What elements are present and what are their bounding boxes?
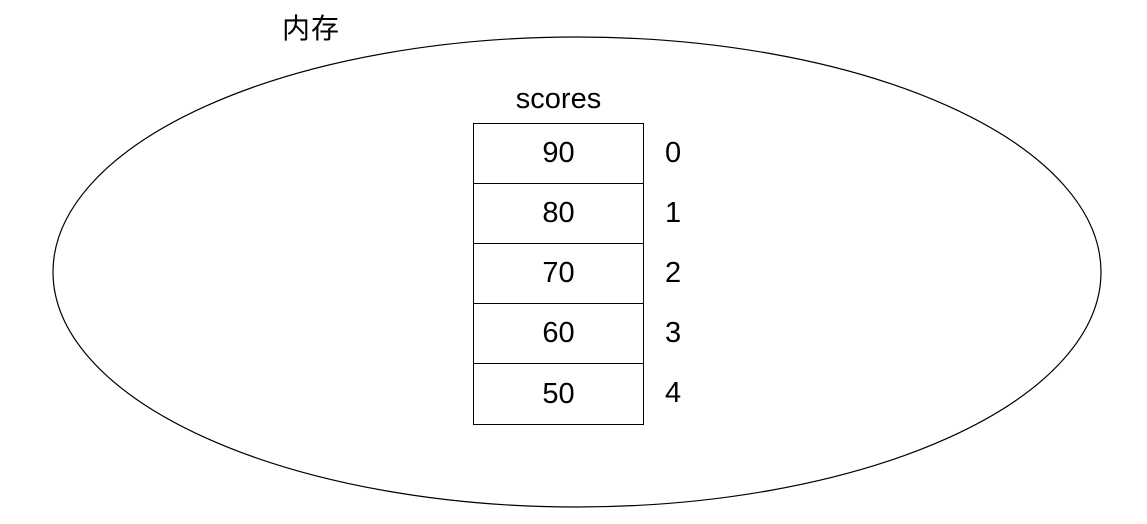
array-cell-0-value: 90 <box>542 137 575 169</box>
array-cell-1: 80 <box>474 184 643 244</box>
array-index-column: 0 1 2 3 4 <box>665 123 705 423</box>
array-cell-0: 90 <box>474 124 643 184</box>
array-cell-2-value: 70 <box>542 257 575 289</box>
array-index-2: 2 <box>665 256 682 289</box>
array-cell-1-value: 80 <box>542 197 575 229</box>
array-cell-3-value: 60 <box>542 317 575 349</box>
array-table: 90 80 70 60 50 <box>473 123 644 425</box>
array-cell-4: 50 <box>474 364 643 424</box>
memory-label: 内存 <box>282 13 341 44</box>
array-index-0: 0 <box>665 136 682 169</box>
array-cell-3: 60 <box>474 304 643 364</box>
memory-boundary-ellipse <box>52 36 1102 508</box>
array-index-4: 4 <box>665 376 682 409</box>
array-cell-2: 70 <box>474 244 643 304</box>
array-index-3: 3 <box>665 316 682 349</box>
array-cell-4-value: 50 <box>542 377 575 410</box>
array-name-label: scores <box>515 83 602 115</box>
array-index-1: 1 <box>665 196 682 229</box>
